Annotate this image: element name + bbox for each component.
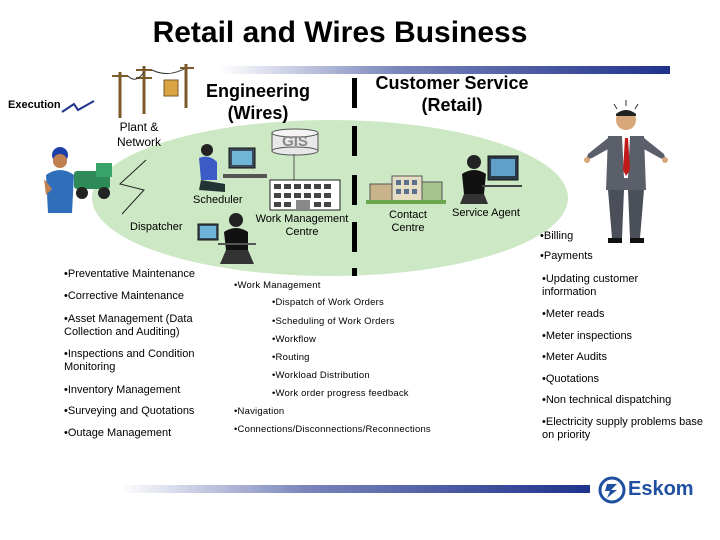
retail-function-item: •Electricity supply problems base on pri… bbox=[542, 416, 703, 441]
divider-segment bbox=[352, 222, 357, 252]
divider-segment bbox=[352, 78, 357, 108]
engineering-header-line2: (Wires) bbox=[227, 103, 289, 123]
divider-segment bbox=[352, 268, 357, 276]
wires-function-item: •Corrective Maintenance bbox=[64, 290, 185, 302]
office-buildings-icon bbox=[269, 179, 341, 211]
wires-function-item: •Outage Management bbox=[64, 427, 172, 439]
wires-function-item: •Preventative Maintenance bbox=[64, 268, 196, 280]
retail-function-item: •Updating customer information bbox=[542, 273, 639, 298]
service-agent-icon bbox=[460, 155, 522, 204]
work-management-heading: •Work Management bbox=[234, 280, 321, 291]
dispatcher-person-icon bbox=[197, 213, 256, 264]
plant-network-label: Plant & Network bbox=[106, 120, 172, 150]
retail-function-item: •Meter inspections bbox=[542, 330, 633, 342]
wires-function-item: •Inspections and Condition Monitoring bbox=[64, 348, 195, 373]
work-management-item: •Scheduling of Work Orders bbox=[272, 316, 395, 327]
contact-centre-line2: Centre bbox=[391, 222, 425, 234]
signal-zigzag bbox=[118, 159, 147, 215]
work-management-item: •Workload Distribution bbox=[272, 370, 370, 381]
contact-centre-line1: Contact bbox=[389, 209, 427, 221]
wires-function-item: •Surveying and Quotations bbox=[64, 405, 195, 417]
businessman-icon bbox=[584, 100, 668, 243]
work-management-item: •Work order progress feedback bbox=[272, 388, 409, 399]
retail-function-item: •Meter Audits bbox=[542, 351, 607, 363]
gis-label: GIS bbox=[282, 133, 308, 150]
footer-gradient-bar bbox=[120, 485, 590, 493]
work-management-centre-label: Work Management Centre bbox=[252, 213, 352, 239]
navigation-item: •Navigation bbox=[234, 406, 285, 417]
eskom-wordmark: Eskom bbox=[628, 478, 694, 500]
plant-network-line2: Network bbox=[116, 135, 161, 149]
work-management-item: •Routing bbox=[272, 352, 310, 363]
field-worker-icon bbox=[44, 147, 112, 213]
eskom-emblem-icon bbox=[598, 476, 626, 504]
power-pylons-icon bbox=[112, 64, 194, 118]
customer-service-header-line1: Customer Service bbox=[375, 73, 529, 93]
retail-function-item: •Quotations bbox=[542, 373, 600, 385]
eskom-logo: Eskom bbox=[598, 476, 698, 506]
gis-database-icon bbox=[271, 128, 319, 156]
gis-connector bbox=[293, 154, 295, 180]
divider-segment bbox=[352, 126, 357, 156]
wires-function-item: •Asset Management (Data Collection and A… bbox=[64, 313, 193, 338]
plant-network-line1: Plant & bbox=[119, 120, 159, 134]
service-agent-label: Service Agent bbox=[452, 207, 520, 219]
divider-segment bbox=[352, 175, 357, 205]
lightning-icon bbox=[61, 100, 95, 113]
customer-service-header: Customer Service (Retail) bbox=[362, 72, 542, 116]
wmc-line2: Centre bbox=[285, 226, 319, 238]
work-management-item: •Workflow bbox=[272, 334, 317, 345]
scheduler-label: Scheduler bbox=[193, 194, 243, 206]
wires-function-item: •Inventory Management bbox=[64, 384, 181, 396]
retail-function-item: •Payments bbox=[540, 250, 593, 262]
retail-function-item: •Non technical dispatching bbox=[542, 394, 672, 406]
engineering-header-line1: Engineering bbox=[205, 81, 310, 101]
customer-service-header-line2: (Retail) bbox=[421, 95, 483, 115]
dispatcher-label: Dispatcher bbox=[130, 221, 183, 233]
contact-centre-building-icon bbox=[366, 175, 446, 204]
page-title: Retail and Wires Business bbox=[152, 16, 528, 49]
retail-function-item: •Meter reads bbox=[542, 308, 605, 320]
title-gradient-bar bbox=[220, 66, 670, 74]
contact-centre-label: Contact Centre bbox=[378, 209, 438, 235]
wmc-line1: Work Management bbox=[255, 213, 349, 225]
execution-label: Execution bbox=[8, 99, 61, 111]
engineering-header: Engineering (Wires) bbox=[188, 80, 328, 124]
scheduler-person-icon bbox=[199, 144, 267, 192]
retail-function-item: •Billing bbox=[540, 230, 574, 242]
work-management-item: •Dispatch of Work Orders bbox=[272, 297, 384, 308]
connections-item: •Connections/Disconnections/Reconnection… bbox=[234, 424, 431, 435]
